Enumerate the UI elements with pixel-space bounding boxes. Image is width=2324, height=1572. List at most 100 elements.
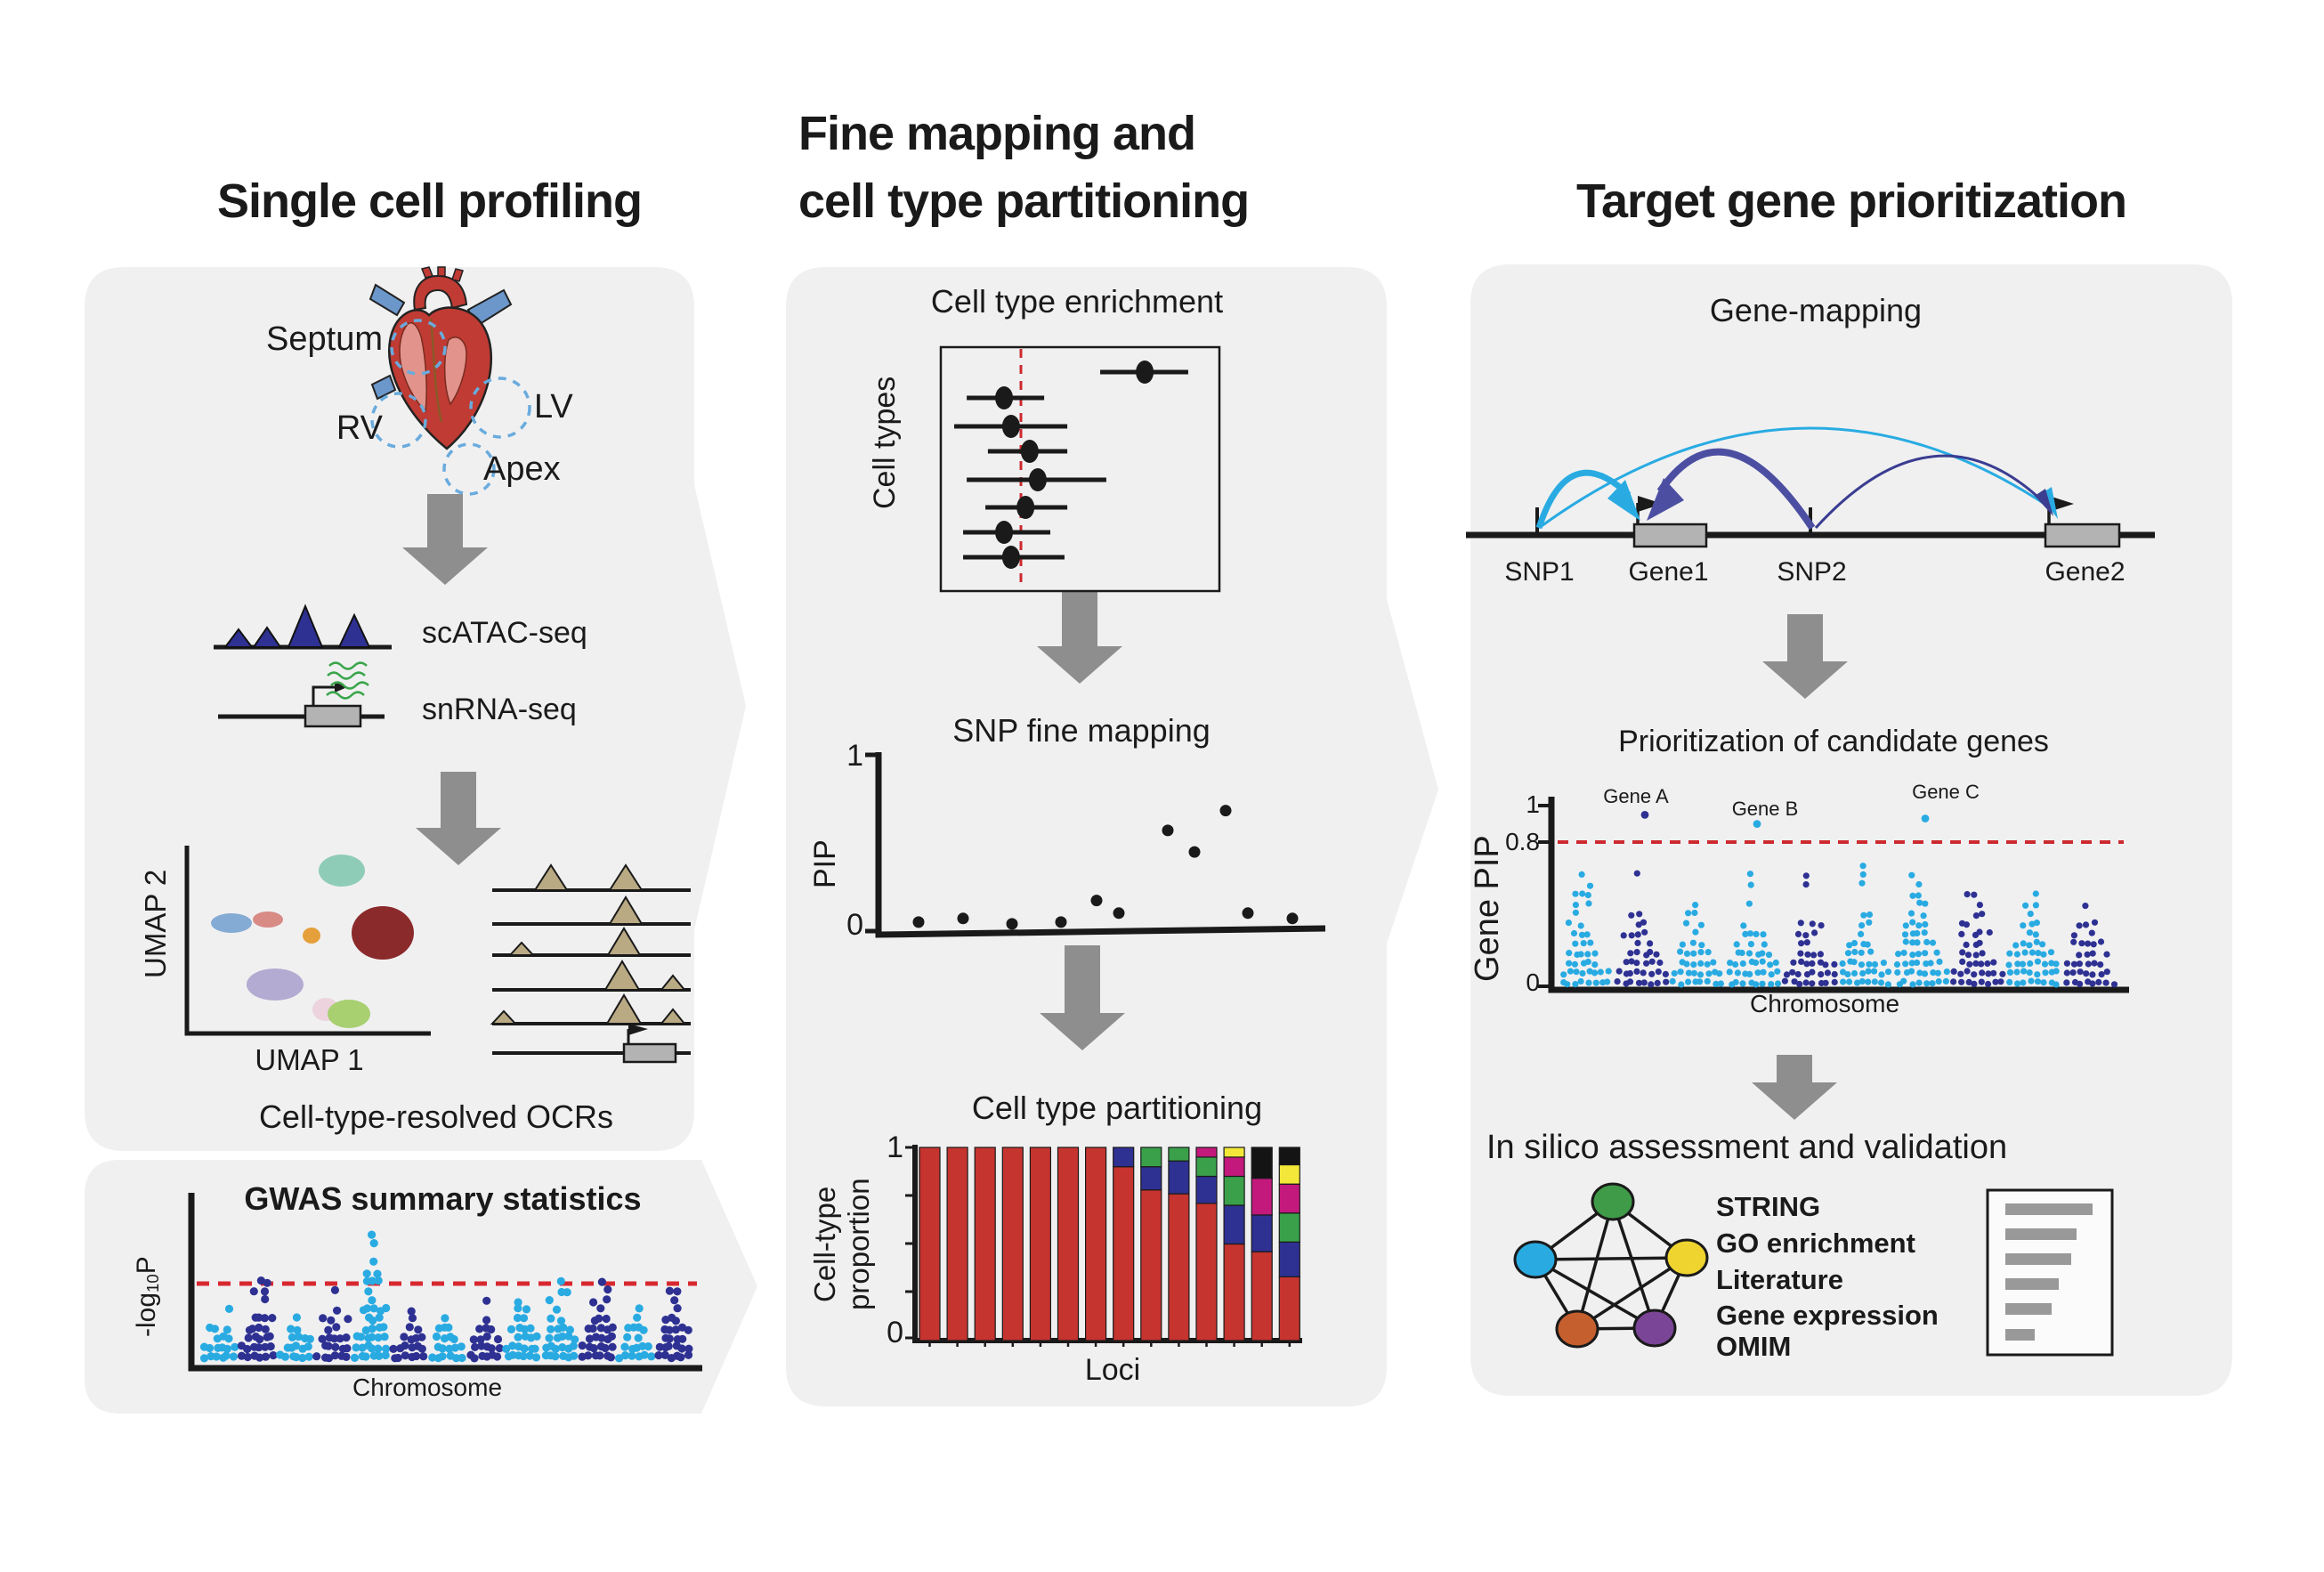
manhattan-dot	[261, 1325, 270, 1333]
manhattan-dot	[451, 1354, 461, 1363]
manhattan-dot	[1620, 932, 1627, 939]
insilico-item-literature: Literature	[1716, 1264, 1843, 1295]
manhattan-dot	[1922, 950, 1929, 957]
manhattan-dot	[2026, 942, 2033, 949]
manhattan-dot	[1567, 968, 1574, 975]
manhattan-dot	[368, 1230, 377, 1239]
manhattan-dot	[1572, 902, 1579, 909]
manhattan-dot	[1740, 922, 1747, 929]
manhattan-dot	[469, 1335, 478, 1344]
manhattan-dot	[1760, 931, 1767, 938]
manhattan-dot	[588, 1324, 597, 1333]
manhattan-dot	[678, 1334, 687, 1343]
manhattan-dot	[298, 1353, 307, 1363]
manhattan-dot	[1615, 968, 1623, 975]
manhattan-dot	[1909, 981, 1916, 988]
manhattan-dot	[482, 1296, 491, 1305]
manhattan-dot	[266, 1342, 275, 1351]
manhattan-dot	[607, 1332, 617, 1341]
manhattan-dot	[1794, 970, 1802, 978]
manhattan-dot	[1746, 970, 1753, 977]
manhattan-dot	[457, 1342, 466, 1351]
manhattan-dot	[1923, 980, 1931, 987]
partition-bar-segment	[1195, 1147, 1218, 1158]
manhattan-dot	[400, 1333, 409, 1341]
manhattan-dot	[514, 1333, 522, 1341]
sample-site-apex	[442, 442, 496, 496]
manhattan-dot	[1692, 928, 1699, 936]
manhattan-dot	[210, 1325, 219, 1333]
manhattan-dot	[1655, 968, 1662, 976]
manhattan-dot	[444, 1323, 453, 1332]
manhattan-dot	[1972, 912, 1980, 920]
manhattan-dot	[1929, 980, 1936, 987]
manhattan-dot	[2098, 971, 2105, 978]
manhattan-dot	[1831, 960, 1838, 968]
manhattan-dot	[635, 1304, 644, 1313]
manhattan-dot	[601, 1343, 610, 1353]
manhattan-dot	[1746, 930, 1753, 937]
manhattan-dot	[2077, 980, 2084, 987]
manhattan-dot	[2077, 968, 2084, 976]
down-arrow-icon	[1037, 592, 1122, 684]
manhattan-dot	[1753, 981, 1760, 988]
manhattan-dot	[2014, 960, 2021, 968]
manhattan-dot	[255, 1343, 263, 1352]
gene1-box	[1632, 523, 1708, 548]
partition-bar-segment	[1278, 1212, 1300, 1243]
manhattan-dot	[589, 1344, 598, 1353]
manhattan-dot	[374, 1333, 383, 1342]
manhattan-dot	[482, 1332, 491, 1341]
manhattan-dot	[1865, 968, 1872, 975]
gene-mapping-diagram	[1466, 426, 2155, 548]
manhattan-dot	[2069, 969, 2077, 976]
network-node-purple	[1632, 1309, 1677, 1348]
manhattan-dot	[1591, 950, 1599, 957]
manhattan-dot	[615, 1354, 624, 1363]
manhattan-dot	[261, 1294, 270, 1304]
manhattan-dot	[526, 1324, 535, 1333]
manhattan-dot	[1716, 970, 1723, 977]
manhattan-dot	[584, 1351, 593, 1360]
manhattan-dot	[514, 1304, 522, 1313]
insilico-item-gene-expression: Gene expression	[1716, 1300, 1939, 1331]
snp-pip-dot	[1219, 805, 1232, 817]
manhattan-dot	[393, 1353, 402, 1363]
manhattan-dot	[1909, 939, 1916, 946]
manhattan-dot	[620, 1342, 629, 1351]
manhattan-dot	[1895, 951, 1902, 958]
manhattan-dot	[344, 1315, 352, 1324]
manhattan-dot	[1640, 979, 1648, 986]
manhattan-dot	[249, 1287, 258, 1296]
manhattan-dot	[547, 1325, 555, 1333]
manhattan-dot	[563, 1288, 571, 1297]
manhattan-dot	[407, 1307, 416, 1316]
manhattan-dot	[1915, 979, 1923, 986]
partition-xlabel: Loci	[1084, 1353, 1141, 1387]
manhattan-dot	[1802, 881, 1810, 888]
manhattan-dot	[293, 1325, 302, 1334]
manhattan-dot	[1627, 950, 1634, 957]
manhattan-dot	[1976, 928, 1983, 936]
forest-point	[1016, 496, 1035, 519]
manhattan-dot	[1564, 981, 1571, 988]
manhattan-dot	[1634, 939, 1641, 946]
manhattan-dot	[556, 1276, 565, 1285]
manhattan-dot	[1909, 919, 1916, 926]
manhattan-dot	[2082, 921, 2090, 928]
manhattan-dot	[596, 1324, 606, 1333]
manhattan-dot	[1978, 978, 1985, 985]
manhattan-dot	[531, 1353, 541, 1362]
manhattan-dot	[1647, 940, 1654, 947]
scatac-peaks-icon	[214, 604, 392, 650]
manhattan-dot	[564, 1332, 573, 1341]
partition-bar-segment	[1057, 1147, 1080, 1341]
manhattan-dot	[2076, 952, 2083, 959]
manhattan-dot	[571, 1335, 579, 1344]
manhattan-dot	[2053, 968, 2060, 975]
manhattan-dot	[1907, 910, 1915, 917]
insilico-item-go: GO enrichment	[1716, 1228, 1915, 1259]
partition-tick-0: 0	[887, 1316, 903, 1349]
umap-plot	[184, 846, 431, 1036]
manhattan-dot	[1691, 909, 1698, 917]
